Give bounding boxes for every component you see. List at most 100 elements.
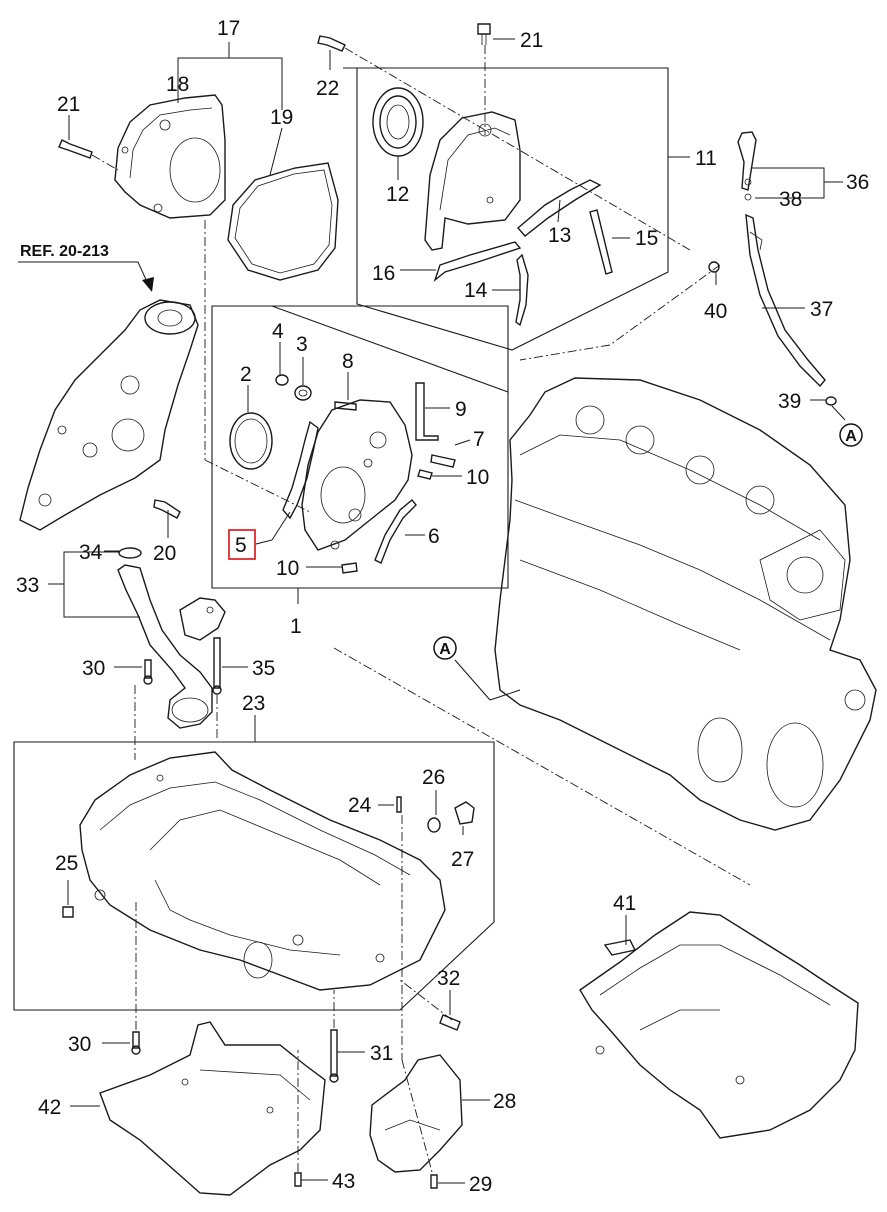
pin-7 [430, 454, 456, 468]
label-19: 19 [270, 106, 293, 129]
label-29: 29 [469, 1173, 492, 1196]
label-28: 28 [493, 1090, 516, 1113]
label-36: 36 [846, 171, 869, 194]
bolt-22 [317, 35, 346, 52]
highlighted-part-box [228, 529, 256, 560]
label-12: 12 [386, 183, 409, 206]
svg-text:A: A [845, 428, 857, 445]
leader-lines [18, 38, 846, 1184]
washer-4 [275, 374, 289, 386]
label-42: 42 [38, 1096, 61, 1119]
dipstick-36 [737, 131, 757, 201]
label-32: 32 [437, 967, 460, 990]
label-16: 16 [372, 262, 395, 285]
label-26: 26 [422, 766, 445, 789]
drain-plug-27 [454, 801, 475, 825]
label-4: 4 [272, 320, 284, 343]
label-15: 15 [635, 227, 658, 250]
timing-cover-upper-11 [424, 111, 521, 251]
svg-text:A: A [439, 641, 451, 658]
bolt-35 [212, 637, 222, 695]
label-21a: 21 [57, 93, 80, 116]
bracket-28 [369, 1054, 463, 1173]
cover-gasket-5 [282, 420, 319, 520]
label-11: 11 [695, 147, 717, 170]
label-3: 3 [296, 333, 308, 356]
dowel-10a [417, 469, 433, 480]
label-35: 35 [252, 657, 275, 680]
bolt-21b [477, 23, 491, 45]
label-21b: 21 [520, 29, 543, 52]
label-5: 5 [235, 534, 247, 557]
group-1-box [211, 305, 509, 589]
baffle-42 [99, 1021, 326, 1196]
label-43: 43 [332, 1170, 355, 1193]
oil-strainer-33 [117, 564, 226, 729]
bolt-30b [131, 1031, 141, 1055]
engine-block [494, 377, 877, 831]
label-24: 24 [348, 794, 372, 817]
group-23-box [13, 741, 495, 1011]
chain-15 [589, 209, 613, 275]
front-seal-2 [229, 412, 273, 470]
bolt-43 [294, 1172, 302, 1187]
label-41: 41 [613, 892, 636, 915]
tensioner-arm-14 [515, 253, 529, 327]
chain-guide-16 [433, 241, 522, 283]
bolt-25 [62, 906, 74, 918]
label-9: 9 [455, 398, 467, 421]
label-10b: 10 [276, 557, 299, 580]
label-10a: 10 [466, 466, 489, 489]
oil-pump-cover [19, 299, 199, 531]
oring-34 [118, 547, 142, 559]
pin-8 [334, 401, 357, 411]
bracket-9 [415, 382, 439, 441]
bolt-20 [153, 499, 181, 519]
dipstick-tube-37 [745, 213, 826, 388]
label-23: 23 [242, 692, 265, 715]
dash-lines [91, 45, 751, 1173]
bolt-32 [439, 1014, 461, 1031]
label-30a: 30 [82, 657, 105, 680]
label-34: 34 [79, 541, 103, 564]
bolt-29 [430, 1174, 438, 1189]
upper-timing-cover [114, 94, 226, 219]
bolt-30a [143, 659, 153, 685]
label-30b: 30 [68, 1033, 91, 1056]
oil-pan-upper-23 [79, 751, 446, 991]
label-14: 14 [464, 279, 488, 302]
dowel-24 [396, 796, 402, 813]
oil-pan-lower-41 [579, 911, 859, 1139]
connector-a-left: A [433, 636, 457, 660]
chain-guide-13 [517, 179, 602, 237]
label-27: 27 [451, 848, 474, 871]
label-18: 18 [166, 73, 189, 96]
crank-pulley-seal-12 [372, 87, 424, 157]
label-7: 7 [473, 428, 485, 451]
label-20: 20 [153, 542, 176, 565]
timing-cover-gasket [227, 162, 339, 281]
label-17: 17 [217, 17, 240, 40]
chain-guide-6 [374, 499, 417, 564]
label-8: 8 [342, 350, 354, 373]
label-2: 2 [240, 363, 252, 386]
label-33: 33 [16, 574, 39, 597]
reference-label: REF. 20-213 [20, 243, 109, 260]
label-40: 40 [704, 300, 727, 323]
oring-39 [825, 396, 837, 406]
label-38: 38 [779, 188, 802, 211]
dowel-10b [341, 562, 358, 574]
label-6: 6 [428, 525, 440, 548]
bolt-3 [294, 385, 312, 401]
label-37: 37 [810, 298, 833, 321]
label-39: 39 [778, 390, 801, 413]
label-13: 13 [548, 224, 571, 247]
front-cover-1 [301, 399, 413, 551]
label-1: 1 [290, 615, 302, 638]
label-25: 25 [55, 852, 78, 875]
label-22: 22 [316, 77, 339, 100]
bolt-21a [58, 139, 93, 159]
bolt-31 [329, 1029, 339, 1083]
gasket-26 [427, 817, 441, 833]
